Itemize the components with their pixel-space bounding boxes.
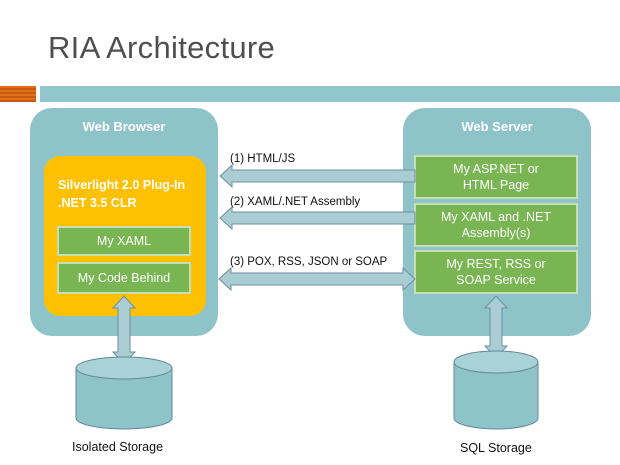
arrow-xaml-assembly <box>219 205 416 231</box>
code-behind-box: My Code Behind <box>57 262 191 294</box>
page-title: RIA Architecture <box>48 30 276 65</box>
web-browser-title: Web Browser <box>82 119 166 134</box>
label-pox-rss-json-soap: (3) POX, RSS, JSON or SOAP <box>230 256 388 268</box>
header-bar <box>40 86 620 102</box>
web-server-title: Web Server <box>461 119 533 134</box>
arrow-html-js <box>219 163 416 189</box>
sql-storage-cylinder <box>453 350 539 430</box>
label-html-js: (1) HTML/JS <box>230 153 296 165</box>
clr-version: .NET 3.5 CLR <box>58 196 137 210</box>
sql-storage-label: SQL Storage <box>460 441 532 455</box>
isolated-storage-label: Isolated Storage <box>72 440 164 454</box>
asp-net-page-box: My ASP.NET or HTML Page <box>414 155 578 199</box>
label-xaml-assembly: (2) XAML/.NET Assembly <box>230 196 361 208</box>
plugin-name: Silverlight 2.0 Plug-In <box>58 178 186 192</box>
xaml-assembly-box: My XAML and .NET Assembly(s) <box>414 203 578 247</box>
arrow-pox-rss-json-soap <box>218 266 416 292</box>
my-xaml-box: My XAML <box>57 226 191 256</box>
arrow-sql-storage <box>483 295 509 359</box>
accent-bar <box>0 86 36 102</box>
isolated-storage-cylinder <box>75 356 173 430</box>
arrow-isolated-storage <box>111 295 137 365</box>
rest-soap-service-box: My REST, RSS or SOAP Service <box>414 250 578 294</box>
